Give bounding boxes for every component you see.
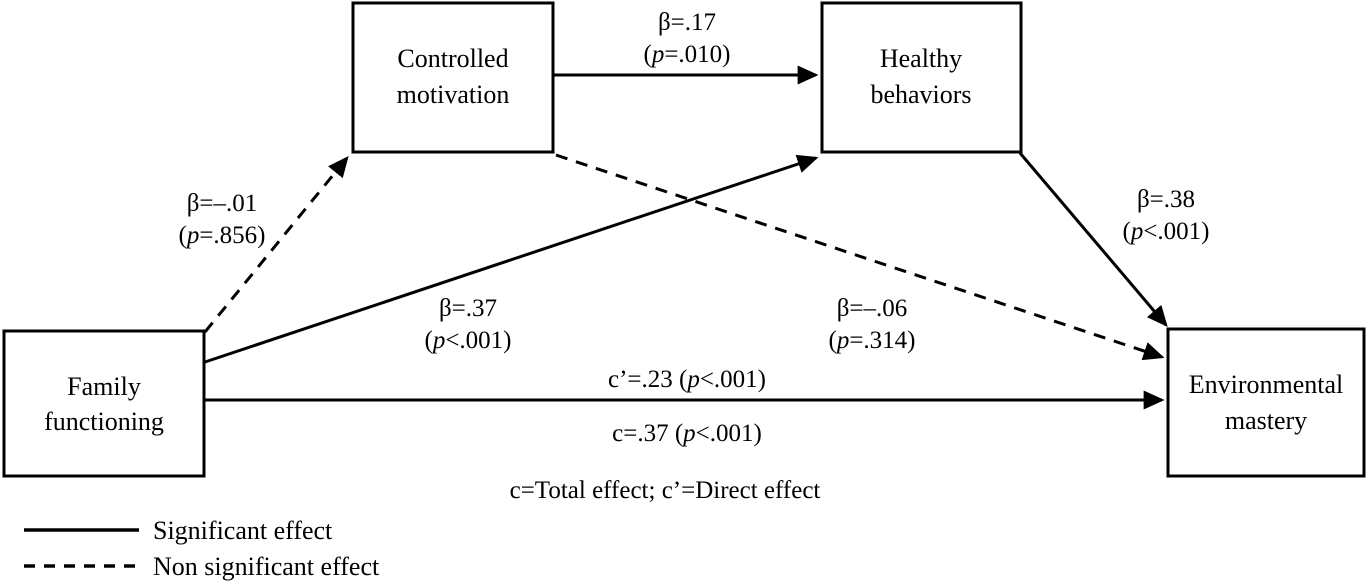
legend: Significant effect Non significant effec… — [24, 516, 380, 581]
node-healthy-behaviors-label-line1: Healthy — [880, 44, 962, 73]
edge-label-controlled-to-environmental: β=–.06 (p=.314) — [828, 295, 915, 354]
edge-controlled-to-environmental — [555, 153, 1165, 361]
legend-item-non-significant-label: Non significant effect — [153, 552, 380, 581]
legend-item-significant: Significant effect — [24, 516, 333, 545]
node-environmental-mastery[interactable]: Environmental mastery — [1166, 327, 1366, 478]
legend-item-non-significant: Non significant effect — [24, 552, 380, 581]
edge-label-beta-healthy-to-environmental: β=.38 — [1137, 186, 1195, 213]
edge-label-family-to-healthy: β=.37 (p<.001) — [424, 295, 511, 354]
edge-label-p-healthy-to-environmental: (p<.001) — [1122, 218, 1209, 245]
edge-label-p-family-to-healthy: (p<.001) — [424, 327, 511, 354]
node-environmental-mastery-label-line2: mastery — [1225, 406, 1307, 435]
edge-label-direct-effect: c’=.23 (p<.001) — [608, 366, 766, 393]
edge-family-to-healthy — [204, 154, 819, 364]
edge-label-total-effect-text: c=.37 (p<.001) — [612, 420, 762, 447]
edge-label-p-controlled-to-environmental: (p=.314) — [828, 327, 915, 354]
node-family-functioning-label-line1: Family — [67, 372, 141, 401]
edge-label-controlled-to-healthy: β=.17 (p=.010) — [643, 9, 730, 68]
node-controlled-motivation-label-line2: motivation — [397, 80, 510, 109]
edge-label-total-effect: c=.37 (p<.001) — [612, 420, 762, 447]
edge-label-beta-controlled-to-environmental: β=–.06 — [837, 295, 908, 322]
node-controlled-motivation-label-line1: Controlled — [397, 44, 508, 73]
edge-label-beta-controlled-to-healthy: β=.17 — [658, 9, 716, 36]
node-healthy-behaviors-label-line2: behaviors — [870, 80, 971, 109]
edge-label-beta-family-to-healthy: β=.37 — [439, 295, 497, 322]
node-controlled-motivation[interactable]: Controlled motivation — [351, 1, 555, 154]
legend-item-significant-label: Significant effect — [153, 516, 333, 545]
edge-label-beta-family-to-controlled: β=–.01 — [187, 190, 258, 217]
edge-label-p-family-to-controlled: (p=.856) — [178, 222, 265, 249]
edge-family-to-controlled — [203, 155, 349, 333]
node-family-functioning-label-line2: functioning — [44, 407, 164, 436]
edge-label-p-controlled-to-healthy: (p=.010) — [643, 41, 730, 68]
node-family-functioning[interactable]: Family functioning — [2, 329, 206, 478]
node-environmental-mastery-label-line1: Environmental — [1189, 370, 1344, 399]
diagram-footnote: c=Total effect; c’=Direct effect — [510, 477, 821, 504]
edge-healthy-to-environmental — [1018, 152, 1168, 328]
node-healthy-behaviors[interactable]: Healthy behaviors — [820, 1, 1023, 154]
edge-label-family-to-controlled: β=–.01 (p=.856) — [178, 190, 265, 249]
edge-label-healthy-to-environmental: β=.38 (p<.001) — [1122, 186, 1209, 245]
edge-label-direct-effect-text: c’=.23 (p<.001) — [608, 366, 766, 393]
